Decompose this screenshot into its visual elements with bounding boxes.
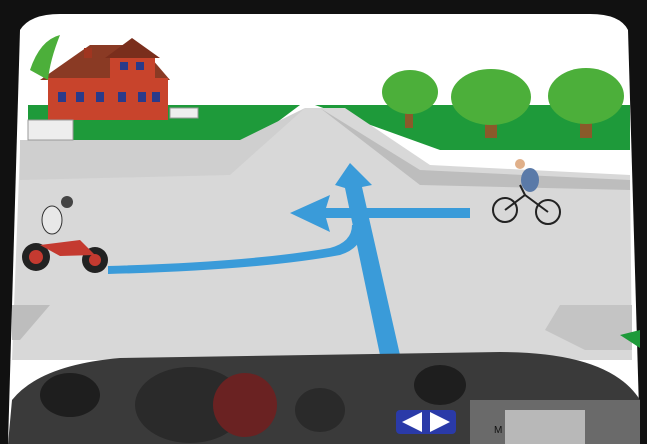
speedometer xyxy=(213,373,277,437)
air-vent-center xyxy=(414,365,466,405)
turn-signal-icon xyxy=(396,410,456,434)
dashboard-label: M xyxy=(494,425,502,436)
air-vent-left xyxy=(40,373,100,417)
tachometer xyxy=(295,388,345,432)
radio-panel xyxy=(505,410,585,444)
